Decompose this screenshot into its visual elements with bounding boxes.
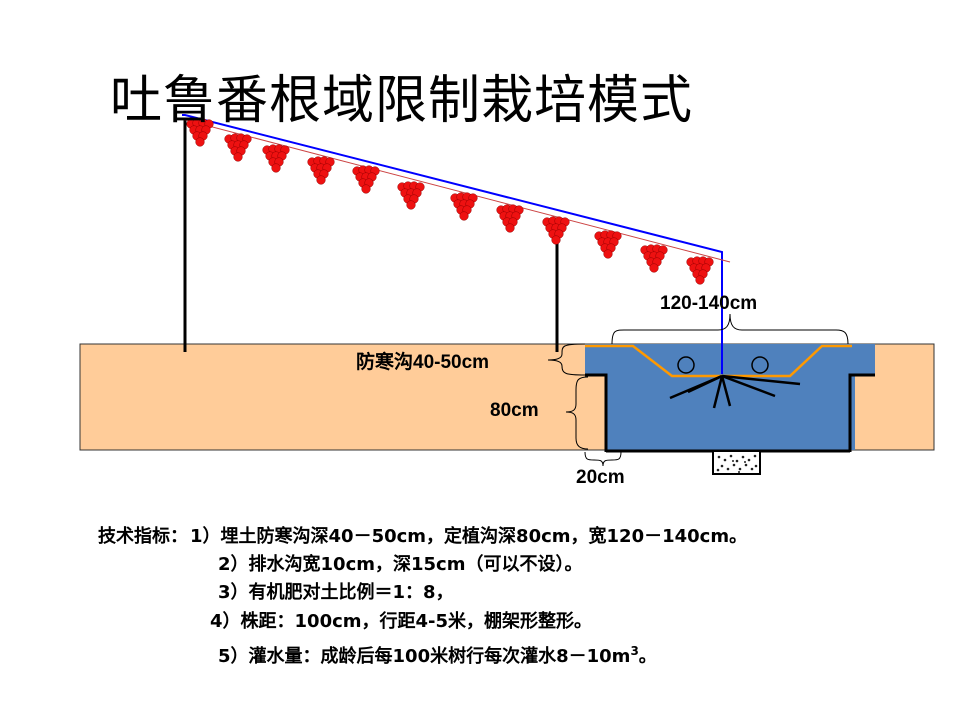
grape-cluster-icon [594,230,622,259]
grape-cluster-icon [450,192,478,221]
tech-item-4: 4）株距：100cm，行距4-5米，棚架形整形。 [210,611,593,632]
cold-ditch-left [585,344,606,375]
label-cold-ditch: 防寒沟40-50cm [356,352,490,373]
trellis-wire [182,114,723,374]
trench-wall-right [848,373,875,452]
tech-item-5-tail: 。 [638,646,657,667]
label-depth: 80cm [490,400,539,421]
label-width: 120-140cm [660,293,758,314]
grape-clusters [186,118,714,285]
grape-cluster-icon [224,133,252,162]
tech-item-5: 5）灌水量：成龄后每100米树行每次灌水8－10m3。 [218,636,657,672]
drainage-gravel [716,454,758,473]
brace-cold-ditch [547,343,586,376]
brace-width [611,313,849,345]
tech-item-5-sup: 3 [630,644,639,658]
grape-cluster-icon [542,216,570,245]
grape-cluster-icon [496,204,524,233]
trench-wall-left [585,373,608,452]
grape-cluster-icon [640,244,668,273]
brace-drain-width [584,451,622,467]
page-title: 吐鲁番根域限制栽培模式 [110,71,694,131]
tech-item-1: 1）埋土防寒沟深40－50cm，定植沟深80cm，宽120－140cm。 [190,526,748,547]
grape-cluster-icon [686,256,714,285]
drainage-ditch [712,450,761,475]
canopy-guide-line [177,117,731,263]
grape-cluster-icon [186,118,214,147]
drip-pipe-right [751,356,769,374]
brace-depth [565,376,589,450]
grape-cluster-icon [397,181,425,210]
tech-item-5-text: 5）灌水量：成龄后每100米树行每次灌水8－10m [218,646,631,667]
grape-cluster-icon [352,165,380,194]
grape-roots [669,374,801,409]
label-drain-width: 20cm [576,467,625,488]
grape-cluster-icon [262,144,290,173]
tech-item-3: 3）有机肥对土比例＝1：8， [218,582,454,603]
grape-cluster-icon [307,156,335,185]
cold-ditch-right [850,344,875,375]
tech-item-2: 2）排水沟宽10cm，深15cm（可以不设）。 [218,554,583,575]
tech-heading: 技术指标： [98,526,188,547]
drip-pipe-left [677,356,695,374]
